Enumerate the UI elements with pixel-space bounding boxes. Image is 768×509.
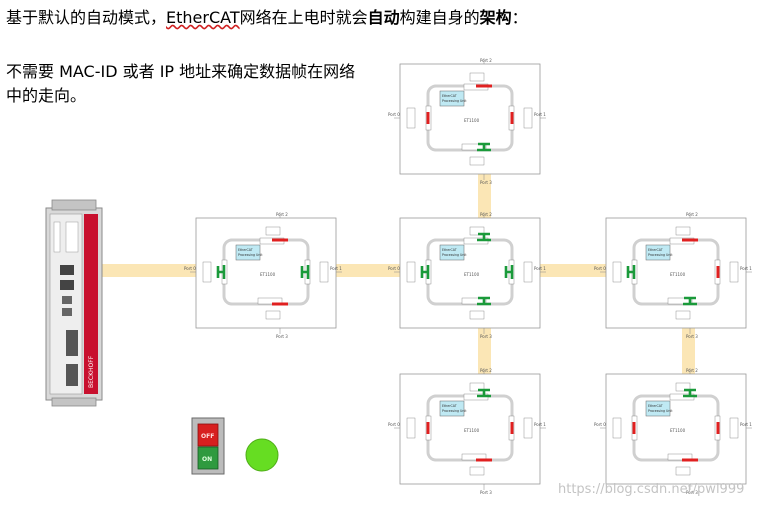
slave-left bbox=[182, 210, 344, 341]
description-text: 不需要 MAC-ID 或者 IP 地址来确定数据帧在网络中的走向。 bbox=[6, 62, 356, 105]
title-prefix: 基于默认的自动模式， bbox=[6, 8, 167, 27]
status-light-indicator bbox=[245, 438, 279, 472]
link-controller-to-slave-left bbox=[96, 264, 196, 277]
slave-center bbox=[386, 210, 548, 341]
page-title: 基于默认的自动模式，EtherCAT网络在上电时就会自动构建自身的架构： bbox=[6, 4, 528, 28]
slave-bottom-right bbox=[592, 366, 754, 497]
usb-port-2 bbox=[62, 308, 72, 316]
dvi-port bbox=[66, 330, 78, 356]
ethernet-port-2 bbox=[60, 280, 74, 290]
title-arch: 架构 bbox=[479, 8, 512, 27]
slave-right bbox=[592, 210, 754, 341]
title-colon: ： bbox=[511, 8, 528, 27]
controller-device: BECKHOFF bbox=[45, 199, 103, 407]
link-left-to-center bbox=[335, 264, 400, 277]
title-mid1: 网络在上电时就会 bbox=[239, 8, 368, 27]
power-off-label: OFF bbox=[201, 433, 214, 440]
link-center-to-right bbox=[538, 264, 606, 277]
watermark: https://blog.csdn.net/pwl999 bbox=[558, 482, 745, 497]
controller-brand: BECKHOFF bbox=[88, 355, 95, 388]
power-on-label: ON bbox=[202, 456, 212, 463]
power-switch[interactable]: OFF ON bbox=[191, 417, 225, 475]
usb-port-1 bbox=[62, 296, 72, 304]
ethercat-links bbox=[96, 173, 695, 374]
link-right-to-bottom-right bbox=[682, 328, 695, 374]
title-ethercat: EtherCAT bbox=[166, 8, 240, 27]
slave-bottom-center bbox=[386, 366, 548, 497]
slave-top bbox=[386, 56, 548, 187]
title-auto: 自动 bbox=[367, 8, 400, 27]
serial-port bbox=[66, 364, 78, 386]
link-center-to-bottom-center bbox=[478, 328, 491, 374]
title-mid2: 构建自身的 bbox=[399, 8, 480, 27]
ethernet-port-1 bbox=[60, 265, 74, 275]
